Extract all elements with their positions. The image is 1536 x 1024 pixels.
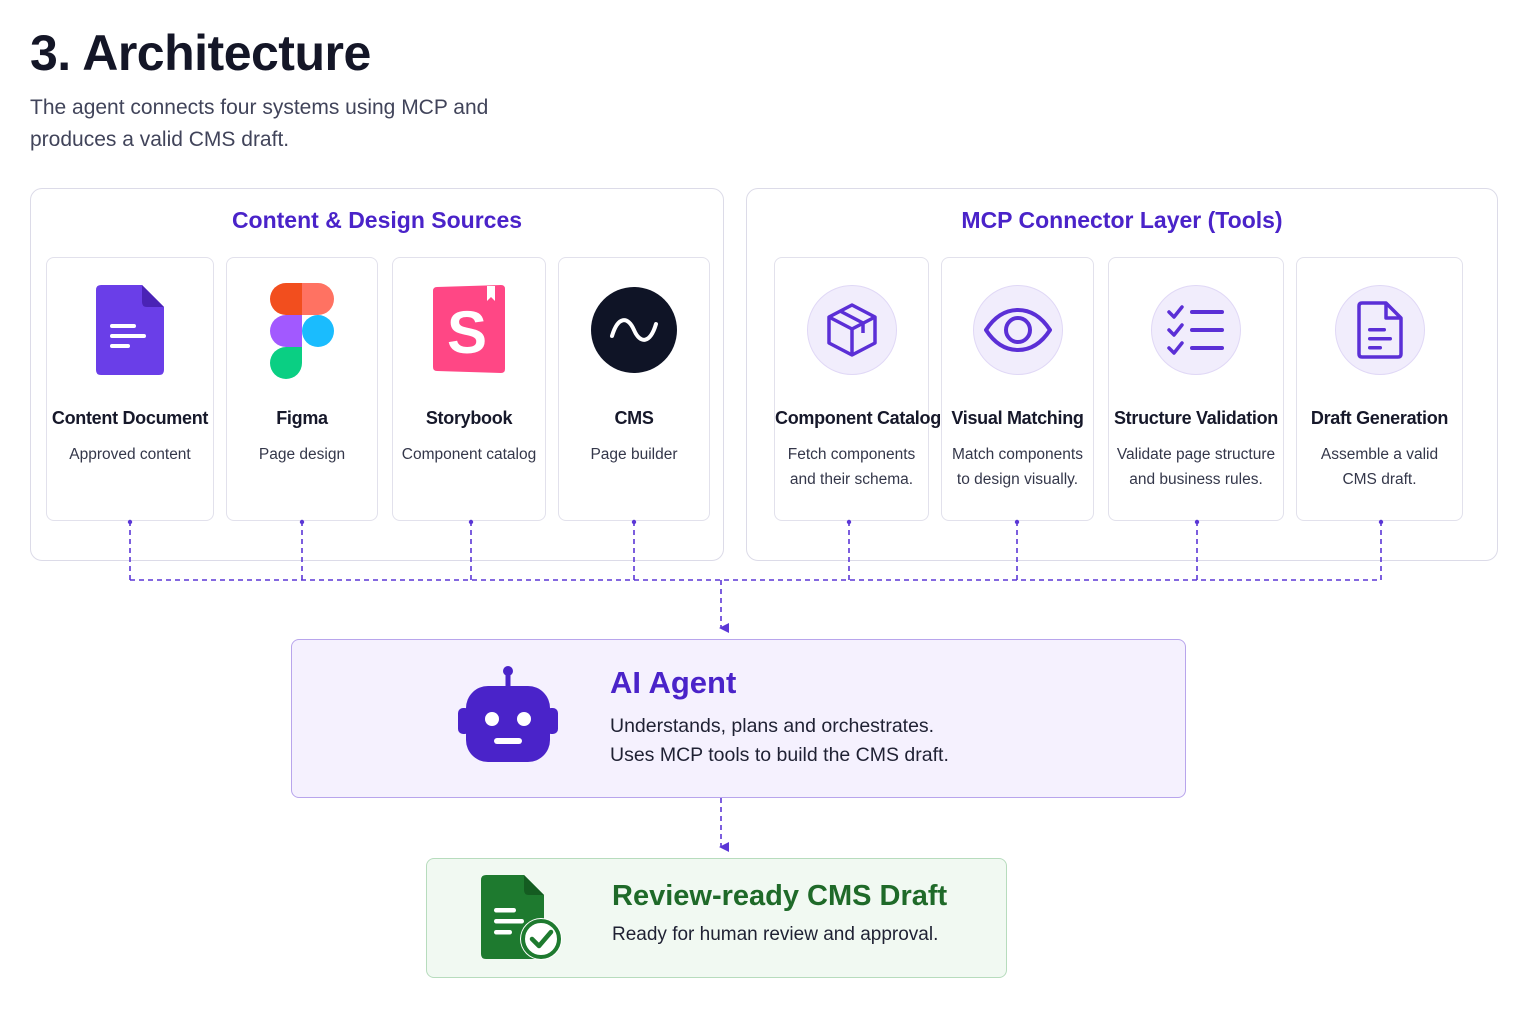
tool-card-component-catalog: Component Catalog Fetch components and t…: [774, 257, 941, 521]
source-title: Figma: [276, 408, 328, 428]
tool-card-structure-validation: Structure Validation Validate page struc…: [1108, 257, 1284, 521]
file-text-icon: [1334, 285, 1425, 375]
source-card-figma: Figma Page design: [226, 257, 378, 521]
ai-agent-box: [291, 639, 1186, 798]
tool-title: Component Catalog: [775, 408, 941, 428]
cube-icon: [806, 285, 897, 375]
source-desc: Page design: [258, 446, 346, 463]
tools-group-title: MCP Connector Layer (Tools): [961, 207, 1283, 233]
figma-logo-icon: [227, 280, 377, 380]
ai-agent-line-2: Uses MCP tools to build the CMS draft.: [610, 744, 949, 766]
ai-agent-title: AI Agent: [610, 665, 737, 700]
source-desc: Component catalog: [401, 446, 537, 463]
source-desc: Approved content: [69, 446, 191, 463]
source-card-storybook: S Storybook Component catalog: [392, 257, 546, 521]
source-title: CMS: [614, 408, 654, 428]
eye-icon: [972, 285, 1063, 375]
source-title: Storybook: [425, 408, 513, 428]
tool-title: Structure Validation: [1113, 408, 1279, 428]
robot-icon: [456, 664, 560, 769]
tool-icon-wrap: [942, 280, 1093, 380]
cms-draft-description: Ready for human review and approval.: [612, 924, 939, 945]
storybook-logo-icon: S: [393, 280, 545, 380]
tool-icon-wrap: [1297, 280, 1462, 380]
cms-draft-title: Review-ready CMS Draft: [612, 880, 948, 912]
source-desc: Page builder: [590, 446, 678, 463]
tool-desc: Assemble a valid CMS draft.: [1320, 446, 1439, 488]
sources-group-title: Content & Design Sources: [231, 207, 523, 233]
tool-icon-wrap: [1109, 280, 1283, 380]
document-icon: [47, 280, 213, 380]
tool-title: Visual Matching: [951, 408, 1084, 428]
tool-desc: Validate page structure and business rul…: [1116, 446, 1276, 488]
document-check-icon: [478, 872, 566, 969]
tool-icon-wrap: [775, 280, 928, 380]
source-title: Content Document: [51, 408, 209, 428]
checklist-icon: [1151, 285, 1241, 375]
ai-agent-description: Understands, plans and orchestrates. Use…: [610, 712, 949, 770]
page-subtitle: The agent connects four systems using MC…: [30, 96, 489, 151]
page-title: 3. Architecture: [30, 25, 371, 81]
ai-agent-line-1: Understands, plans and orchestrates.: [610, 715, 935, 737]
svg-text:S: S: [447, 299, 487, 366]
tool-desc: Match components to design visually.: [952, 446, 1083, 488]
cms-wave-icon: [559, 280, 709, 380]
tool-card-draft-generation: Draft Generation Assemble a valid CMS dr…: [1296, 257, 1463, 521]
source-card-content-document: Content Document Approved content: [46, 257, 214, 521]
source-card-cms: CMS Page builder: [558, 257, 710, 521]
tool-desc: Fetch components and their schema.: [787, 446, 916, 488]
tool-title: Draft Generation: [1310, 408, 1449, 428]
tool-card-visual-matching: Visual Matching Match components to desi…: [941, 257, 1094, 521]
